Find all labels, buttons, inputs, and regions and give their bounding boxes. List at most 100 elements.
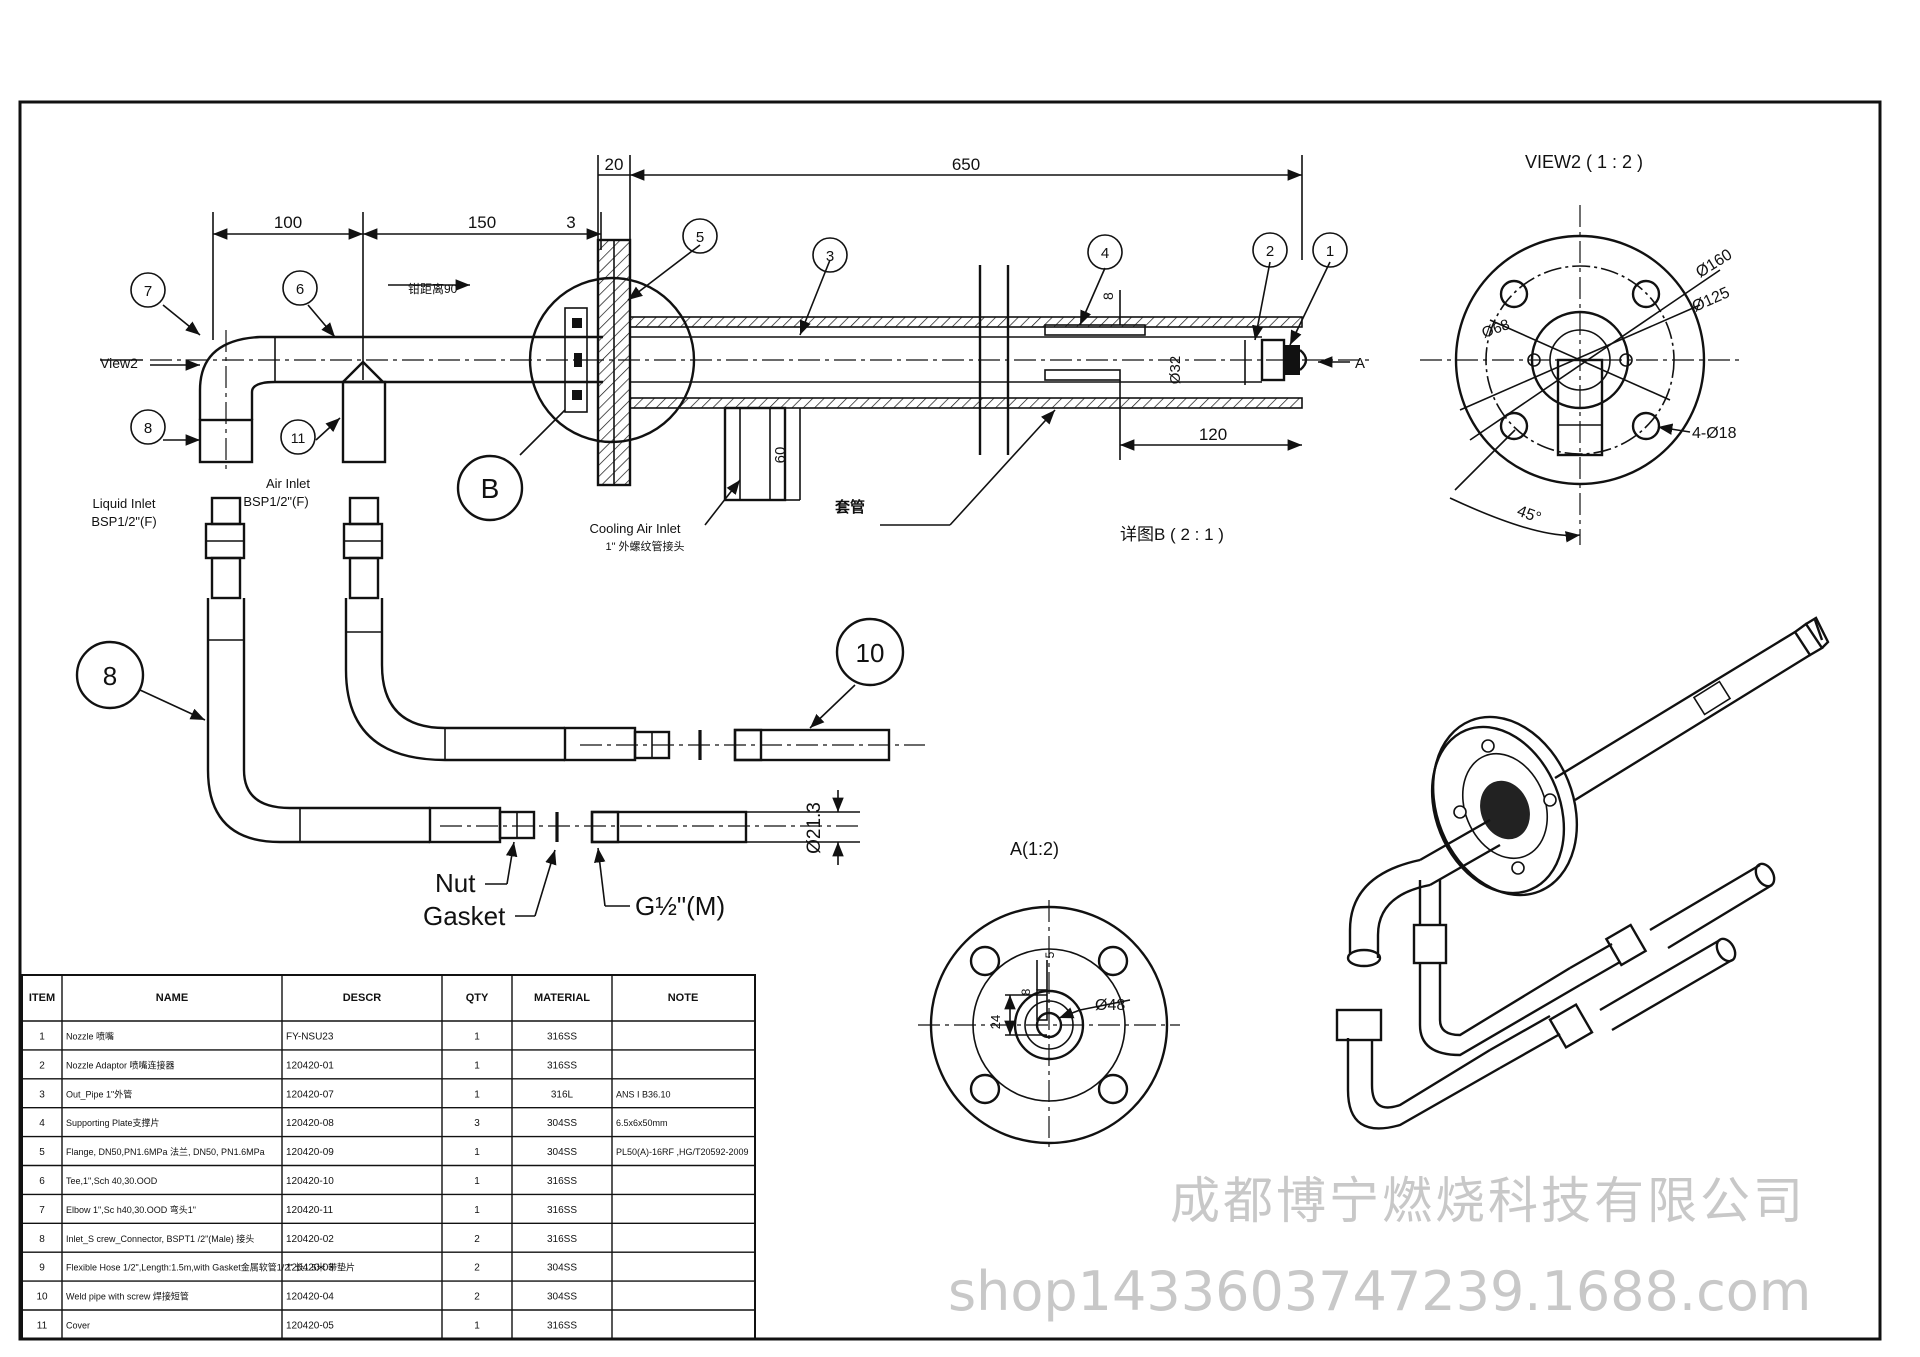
bom-cell-descr: 120420-07: [286, 1089, 334, 1100]
dim-24: 24: [988, 1015, 1003, 1029]
isometric-view: [1335, 616, 1830, 1130]
bom-cell-name: Tee,1",Sch 40,30.OOD: [66, 1176, 158, 1186]
liquid-inlet-label: Liquid Inlet: [93, 496, 156, 511]
bom-cell-name: Flexible Hose 1/2",Length:1.5m,with Gask…: [66, 1262, 355, 1273]
bom-cell-name: Out_Pipe 1"外管: [66, 1088, 132, 1099]
dim-8: 8: [1100, 292, 1116, 300]
dim-8-a: 8: [1019, 988, 1033, 995]
bom-cell-qty: 1: [474, 1060, 480, 1071]
bom-cell-item: 9: [39, 1263, 45, 1274]
dim-650: 650: [952, 155, 980, 174]
view2-flange: VIEW2 ( 1 : 2 ) Ø160 Ø125 Ø68 4-Ø18 45°: [1420, 152, 1740, 545]
bom-cell-descr: 120420-03: [286, 1263, 334, 1274]
bom-cell-descr: 120420-04: [286, 1292, 334, 1303]
view2-title: VIEW2 ( 1 : 2 ): [1525, 152, 1643, 172]
bom-cell-name: Nozzle 喷嘴: [66, 1031, 114, 1041]
cooling-air-size: 1" 外螺纹管接头: [605, 539, 684, 553]
bom-cell-descr: 120420-02: [286, 1234, 334, 1245]
bom-cell-name: Elbow 1",Sc h40,30.OOD 弯头1": [66, 1204, 196, 1215]
bom-cell-qty: 1: [474, 1147, 480, 1158]
bom-cell-qty: 2: [474, 1263, 480, 1274]
balloon-b: B: [481, 473, 500, 504]
dim-48: Ø48: [1095, 997, 1125, 1014]
bom-cell-qty: 2: [474, 1292, 480, 1303]
dim-5: 5: [1043, 951, 1057, 958]
supporting-plate-bottom: [1044, 369, 1121, 381]
dim-120: 120: [1199, 425, 1227, 444]
drawing-border: [18, 100, 1882, 1341]
bom-cell-note: ANS I B36.10: [616, 1089, 671, 1099]
bom-cell-name: Supporting Plate支撑片: [66, 1117, 160, 1128]
bom-cell-material: 316SS: [547, 1060, 577, 1071]
detail-b-title: 详图B ( 2 : 1 ): [1120, 525, 1224, 544]
balloon-10: 10: [856, 638, 885, 668]
balloon-5: 5: [696, 229, 704, 246]
bom-cell-item: 7: [39, 1205, 45, 1216]
bom-cell-item: 2: [39, 1060, 45, 1071]
liquid-inlet-size: BSP1/2"(F): [91, 514, 156, 529]
bom-header-material: MATERIAL: [534, 992, 590, 1004]
hose-layout: Ø21.3 8 10 Nut Gasket G½"(M): [75, 496, 925, 931]
bom-cell-material: 316SS: [547, 1320, 577, 1331]
bom-cell-name: Weld pipe with screw 焊接短管: [66, 1291, 189, 1302]
outer-pipe-bottom-wall: [629, 397, 1303, 409]
bom-cell-material: 316SS: [547, 1234, 577, 1245]
bom-cell-descr: 120420-09: [286, 1147, 334, 1158]
balloon-2: 2: [1266, 243, 1274, 260]
nozzle: [1284, 345, 1300, 375]
balloon-8: 8: [144, 420, 152, 437]
supporting-plate-top: [1044, 324, 1146, 336]
bom-cell-item: 8: [39, 1234, 45, 1245]
bom-cell-qty: 1: [474, 1031, 480, 1042]
bom-cell-item: 4: [39, 1118, 45, 1129]
dim-100: 100: [274, 213, 302, 232]
dim-60: 60: [772, 447, 789, 464]
balloon-7: 7: [144, 283, 152, 300]
bom-cell-qty: 1: [474, 1089, 480, 1100]
cooling-air-label: Cooling Air Inlet: [589, 521, 680, 536]
bom-header-descr: DESCR: [343, 992, 382, 1004]
bom-cell-item: 6: [39, 1176, 45, 1187]
gasket-label: Gasket: [423, 901, 506, 931]
bom-cell-item: 10: [36, 1292, 48, 1303]
bom-cell-material: 316L: [551, 1089, 574, 1100]
bom-cell-descr: 120420-05: [286, 1320, 334, 1331]
bom-cell-material: 304SS: [547, 1292, 577, 1303]
bom-cell-descr: 120420-11: [286, 1205, 334, 1216]
dim-150: 150: [468, 213, 496, 232]
bom-cell-qty: 1: [474, 1176, 480, 1187]
bom-cell-item: 11: [37, 1320, 48, 1331]
balloon-3: 3: [826, 248, 834, 265]
bom-cell-qty: 1: [474, 1320, 480, 1331]
bom-header-qty: QTY: [466, 992, 489, 1004]
bom-header-note: NOTE: [668, 992, 699, 1004]
air-inlet-label: Air Inlet: [266, 476, 310, 491]
watermark-shop: shop1433603747239.1688.com: [948, 1260, 1811, 1323]
dim-45: 45°: [1515, 503, 1544, 527]
balloon-8-hose: 8: [103, 661, 117, 691]
g-half-label: G½"(M): [635, 891, 725, 921]
cooling-air-tee: [723, 406, 787, 502]
bom-header-item: ITEM: [29, 992, 55, 1004]
bom-cell-descr: FY-NSU23: [286, 1031, 334, 1042]
bom-cell-item: 3: [39, 1089, 45, 1100]
dim-160: Ø160: [1693, 246, 1735, 281]
dim-68: Ø68: [1480, 316, 1512, 342]
air-inlet-size: BSP1/2"(F): [243, 494, 308, 509]
bom-cell-material: 304SS: [547, 1263, 577, 1274]
side-note: 钳距离90: [408, 281, 458, 296]
bom-cell-note: 6.5x6x50mm: [616, 1118, 668, 1128]
bom-cell-material: 304SS: [547, 1118, 577, 1129]
dim-3: 3: [566, 213, 575, 232]
detail-b-circle: [528, 276, 696, 444]
outer-pipe-top-wall: [629, 316, 1303, 328]
bom-cell-name: Cover: [66, 1320, 90, 1330]
bom-cell-qty: 3: [474, 1118, 480, 1129]
bom-cell-qty: 2: [474, 1234, 480, 1245]
bom-cell-material: 316SS: [547, 1176, 577, 1187]
bom-cell-descr: 120420-01: [286, 1060, 334, 1071]
balloon-11: 11: [291, 430, 306, 446]
bom-cell-material: 316SS: [547, 1205, 577, 1216]
